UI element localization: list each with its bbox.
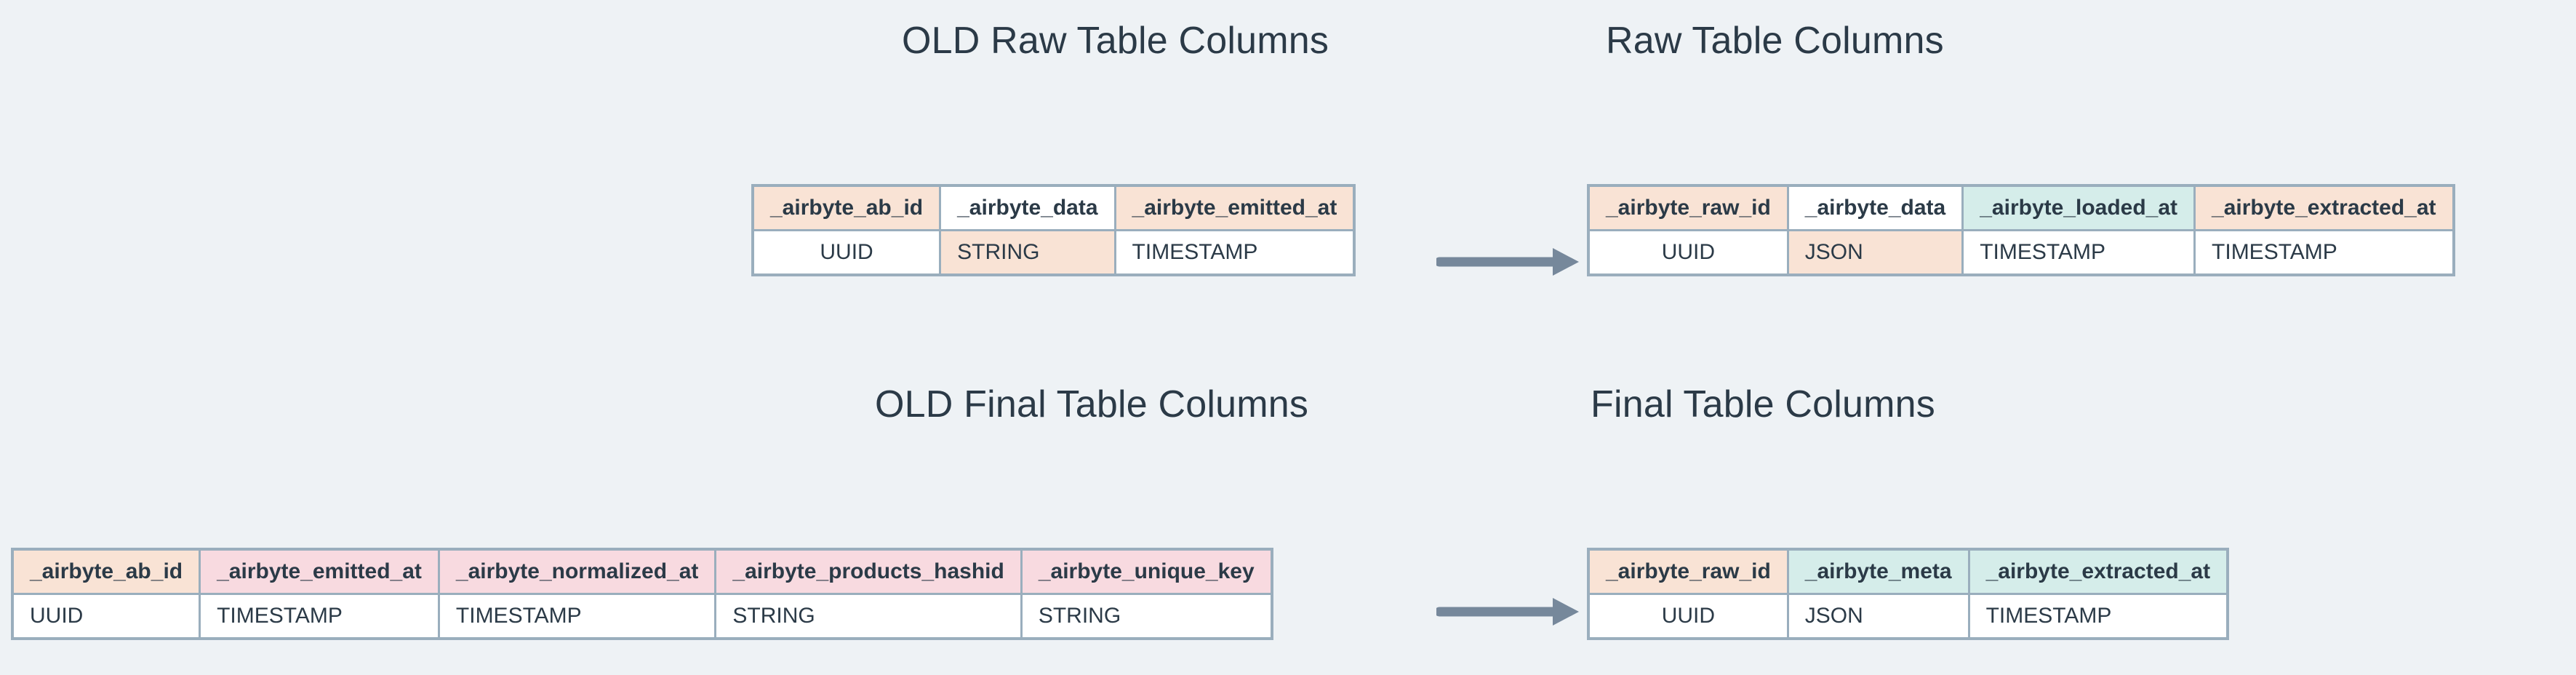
- column-header-cell: _airbyte_data: [1786, 184, 1964, 231]
- column-type-cell: JSON: [1786, 229, 1964, 276]
- column-type-cell: TIMESTAMP: [1113, 229, 1356, 276]
- column-header-cell: _airbyte_emitted_at: [1113, 184, 1356, 231]
- table-header-row: _airbyte_raw_id _airbyte_data _airbyte_l…: [1587, 184, 2455, 231]
- column-type-cell: TIMESTAMP: [437, 593, 717, 640]
- new-raw-table: _airbyte_raw_id _airbyte_data _airbyte_l…: [1587, 184, 2455, 276]
- column-header-cell: _airbyte_unique_key: [1020, 548, 1273, 595]
- table-header-row: _airbyte_raw_id _airbyte_meta _airbyte_e…: [1587, 548, 2229, 595]
- column-header-cell: _airbyte_loaded_at: [1961, 184, 2196, 231]
- column-type-cell: TIMESTAMP: [1967, 593, 2229, 640]
- old-raw-table: _airbyte_ab_id _airbyte_data _airbyte_em…: [751, 184, 1356, 276]
- table-type-row: UUID STRING TIMESTAMP: [751, 229, 1356, 276]
- column-header-cell: _airbyte_ab_id: [751, 184, 942, 231]
- column-type-cell: TIMESTAMP: [199, 593, 440, 640]
- column-header-cell: _airbyte_normalized_at: [437, 548, 717, 595]
- new-final-table-title: Final Table Columns: [1591, 383, 1935, 426]
- arrow-right-icon: [1436, 248, 1579, 276]
- column-type-cell: UUID: [1587, 229, 1789, 276]
- table-type-row: UUID JSON TIMESTAMP: [1587, 593, 2229, 640]
- old-raw-table-title: OLD Raw Table Columns: [902, 20, 1329, 62]
- table-header-row: _airbyte_ab_id _airbyte_emitted_at _airb…: [11, 548, 1273, 595]
- old-final-table-title: OLD Final Table Columns: [875, 383, 1309, 426]
- column-header-cell: _airbyte_products_hashid: [714, 548, 1023, 595]
- column-header-cell: _airbyte_raw_id: [1587, 184, 1789, 231]
- new-final-table: _airbyte_raw_id _airbyte_meta _airbyte_e…: [1587, 548, 2230, 640]
- table-type-row: UUID TIMESTAMP TIMESTAMP STRING STRING: [11, 593, 1273, 640]
- column-type-cell: STRING: [1020, 593, 1273, 640]
- column-header-cell: _airbyte_extracted_at: [2193, 184, 2455, 231]
- table-header-row: _airbyte_ab_id _airbyte_data _airbyte_em…: [751, 184, 1356, 231]
- table-type-row: UUID JSON TIMESTAMP TIMESTAMP: [1587, 229, 2455, 276]
- column-type-cell: TIMESTAMP: [2193, 229, 2455, 276]
- column-header-cell: _airbyte_data: [939, 184, 1116, 231]
- column-type-cell: UUID: [1587, 593, 1789, 640]
- arrow-right-icon: [1436, 598, 1579, 626]
- new-raw-table-title: Raw Table Columns: [1606, 20, 1944, 62]
- column-type-cell: JSON: [1786, 593, 1970, 640]
- column-header-cell: _airbyte_extracted_at: [1967, 548, 2229, 595]
- column-type-cell: TIMESTAMP: [1961, 229, 2196, 276]
- column-header-cell: _airbyte_raw_id: [1587, 548, 1789, 595]
- column-header-cell: _airbyte_meta: [1786, 548, 1970, 595]
- old-final-table: _airbyte_ab_id _airbyte_emitted_at _airb…: [11, 548, 1273, 640]
- column-header-cell: _airbyte_ab_id: [11, 548, 201, 595]
- column-header-cell: _airbyte_emitted_at: [199, 548, 440, 595]
- column-type-cell: UUID: [751, 229, 942, 276]
- column-type-cell: UUID: [11, 593, 201, 640]
- column-type-cell: STRING: [714, 593, 1023, 640]
- column-type-cell: STRING: [939, 229, 1116, 276]
